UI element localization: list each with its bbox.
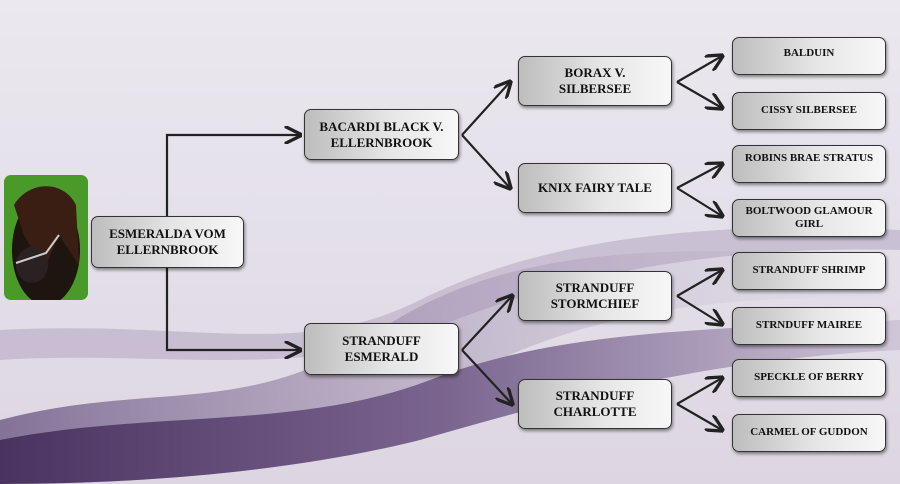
ancestor-box[interactable]: ROBINS BRAE STRATUS — [732, 145, 886, 183]
ancestor-box[interactable]: CISSY SILBERSEE — [732, 92, 886, 130]
ancestor-box[interactable]: BOLTWOOD GLAMOUR GIRL — [732, 199, 886, 237]
ancestor-box[interactable]: STRNDUFF MAIREE — [732, 307, 886, 345]
dam-sire-box[interactable]: STRANDUFF STORMCHIEF — [518, 271, 672, 321]
sire-sire-box[interactable]: BORAX V. SILBERSEE — [518, 56, 672, 106]
subject-box[interactable]: ESMERALDA VOM ELLERNBROOK — [91, 216, 244, 268]
sire-box[interactable]: BACARDI BLACK V. ELLERNBROOK — [304, 109, 459, 160]
ancestor-box[interactable]: SPECKLE OF BERRY — [732, 359, 886, 397]
ancestor-box[interactable]: STRANDUFF SHRIMP — [732, 252, 886, 290]
dam-dam-box[interactable]: STRANDUFF CHARLOTTE — [518, 379, 672, 429]
ancestor-box[interactable]: BALDUIN — [732, 37, 886, 75]
ancestor-box[interactable]: CARMEL OF GUDDON — [732, 414, 886, 452]
horse-photo — [4, 175, 88, 300]
dam-box[interactable]: STRANDUFF ESMERALD — [304, 323, 459, 375]
sire-dam-box[interactable]: KNIX FAIRY TALE — [518, 163, 672, 213]
